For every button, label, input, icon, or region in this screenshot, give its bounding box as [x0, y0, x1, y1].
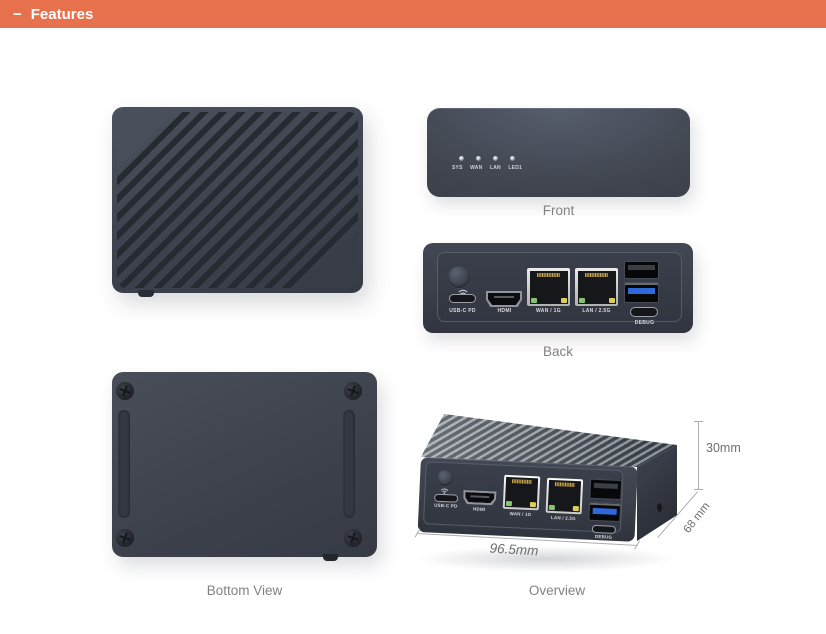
height-dimension-label: 30mm — [706, 441, 741, 455]
back-view-image: USB-C PD HDMI WAN / 1G LAN / 2.5G DEBUG — [423, 243, 693, 333]
bottom-view-image — [112, 372, 377, 561]
lan-label: LAN / 2.5G — [582, 308, 611, 314]
led1-indicator — [510, 156, 515, 161]
link-led-yellow — [529, 501, 537, 508]
overview-caption: Overview — [528, 583, 586, 598]
debug-label: DEBUG — [594, 533, 613, 540]
wan-led-label: WAN — [470, 165, 483, 171]
link-led-yellow — [560, 297, 567, 303]
link-led-green — [505, 500, 513, 507]
features-section-header[interactable]: − Features — [0, 0, 826, 28]
section-title: Features — [30, 5, 94, 23]
usb3-port — [624, 282, 659, 303]
device-front-face: USB-C PD HDMI WAN / 1G LAN / 2.5G DEBUG — [417, 457, 638, 542]
front-caption: Front — [542, 203, 575, 218]
hdmi-port — [463, 490, 497, 505]
side-hole — [657, 503, 662, 512]
wan-ethernet-port — [527, 268, 570, 306]
usb2-port — [624, 261, 659, 279]
debug-port — [630, 307, 658, 317]
front-view-image: SYS WAN LAN LED1 — [427, 108, 690, 197]
case-tab — [138, 290, 154, 297]
sys-led-label: SYS — [452, 165, 463, 171]
height-dimension-line — [694, 421, 703, 490]
wan-ethernet-port — [502, 474, 541, 511]
screw-icon — [116, 382, 134, 400]
link-led-green — [578, 297, 585, 303]
link-led-green — [548, 504, 555, 511]
depth-dimension-label: 68 mm — [681, 500, 713, 536]
wifi-icon — [440, 488, 449, 495]
usbc-pd-port — [449, 294, 476, 303]
wan-label: WAN / 1G — [536, 308, 561, 314]
sys-led-indicator — [459, 156, 464, 161]
debug-port — [591, 524, 617, 534]
status-led-block: SYS WAN LAN LED1 — [452, 156, 522, 171]
power-button — [448, 266, 470, 288]
hdmi-label: HDMI — [497, 308, 512, 314]
led1-label: LED1 — [508, 165, 522, 171]
lan-ethernet-port — [575, 268, 618, 306]
debug-label: DEBUG — [634, 320, 655, 326]
bottom-caption: Bottom View — [206, 583, 283, 598]
drop-shadow — [415, 546, 677, 572]
lan-ethernet-port — [545, 477, 584, 515]
screw-icon — [344, 382, 362, 400]
screw-icon — [344, 529, 362, 547]
usb3-port — [588, 501, 622, 523]
rubber-foot-strip — [343, 410, 355, 518]
lan-led-indicator — [493, 156, 498, 161]
link-led-yellow — [572, 505, 579, 512]
collapse-icon[interactable]: − — [13, 5, 22, 23]
usbc-pd-label: USB-C PD — [449, 308, 476, 314]
top-view-image — [112, 107, 363, 297]
usb2-port — [589, 478, 623, 501]
back-caption: Back — [542, 344, 573, 359]
lan-led-label: LAN — [489, 165, 501, 171]
link-led-yellow — [608, 297, 615, 303]
case-tab — [323, 554, 338, 561]
usbc-pd-port — [433, 493, 459, 503]
rubber-foot-strip — [118, 410, 130, 518]
screw-icon — [116, 529, 134, 547]
vent-slots — [117, 112, 358, 288]
hdmi-port — [486, 291, 522, 307]
link-led-green — [530, 297, 537, 303]
wan-led-indicator — [476, 156, 481, 161]
overview-image: USB-C PD HDMI WAN / 1G LAN / 2.5G DEBUG … — [414, 400, 826, 605]
